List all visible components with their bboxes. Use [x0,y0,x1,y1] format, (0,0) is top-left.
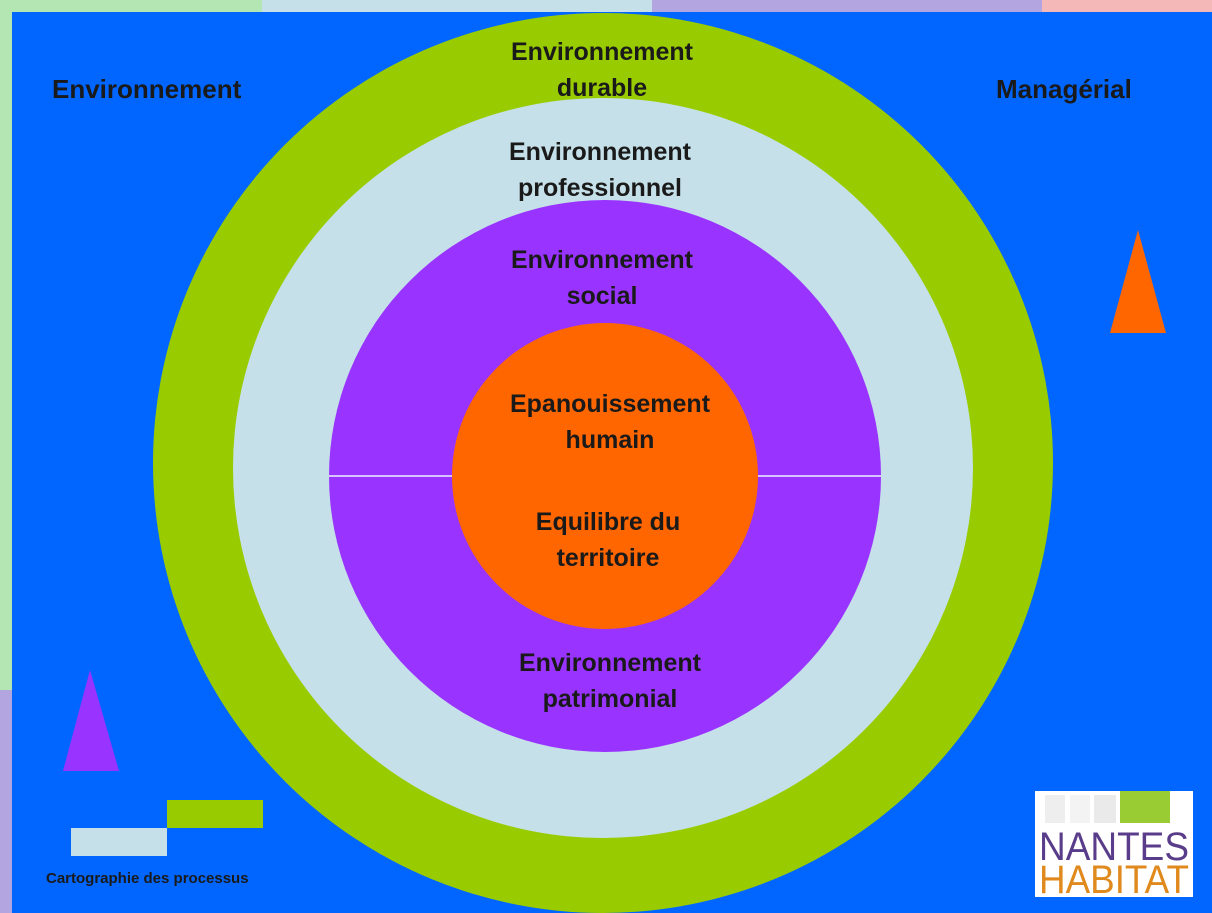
label-epanouissement: Epanouissement humain [450,386,770,458]
logo-tile-3 [1094,795,1116,823]
label-equilibre-line1: Equilibre du [535,508,681,536]
label-patrimonial-line2: patrimonial [542,685,678,713]
caption-cartographie: Cartographie des processus [46,870,249,887]
label-durable-line2: durable [556,74,648,102]
label-social-line1: Environnement [511,246,693,274]
left-border-lavender [0,690,12,913]
label-equilibre: Equilibre du territoire [448,504,768,576]
label-epanouissement-line1: Epanouissement [509,390,711,418]
legend-bar-green [167,800,263,828]
core-circle [452,323,758,629]
left-border-green [0,0,12,690]
label-managerial: Managérial [996,74,1132,104]
label-professionnel-line2: professionnel [518,174,682,202]
nantes-habitat-logo: NANTES HABITAT [1035,791,1193,902]
label-social-line2: social [566,282,638,310]
label-durable-line1: Environnement [511,38,693,66]
top-border-green [0,0,262,12]
logo-line1: NANTES [1039,825,1189,869]
label-professionnel: Environnement professionnel [440,134,760,206]
label-environnement: Environnement [52,74,242,104]
logo-tile-1 [1045,795,1065,823]
orange-triangle [1110,230,1166,333]
top-border-pink [1042,0,1212,12]
legend-bar-lightblue [71,828,167,856]
label-professionnel-line1: Environnement [509,138,691,166]
label-epanouissement-line2: humain [565,426,655,454]
top-border-lightblue [262,0,652,12]
logo-tile-2 [1070,795,1090,823]
label-social: Environnement social [442,242,762,314]
top-border-lavender [652,0,1042,12]
label-equilibre-line2: territoire [556,544,660,572]
label-durable: Environnement durable [442,34,762,106]
label-patrimonial-line1: Environnement [519,649,701,677]
label-patrimonial: Environnement patrimonial [450,645,770,717]
purple-triangle [63,670,119,771]
logo-green-block [1120,791,1170,823]
logo-line2: HABITAT [1039,858,1189,902]
